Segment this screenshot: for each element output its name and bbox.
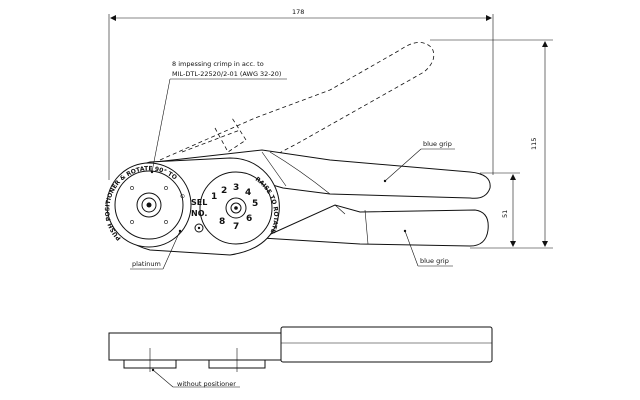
dimension-overall-length: 178 [108, 8, 494, 180]
crimp-annotation-line1: 8 impessing crimp in acc. to [172, 60, 264, 68]
selector-number-1: 1 [211, 192, 217, 202]
selector-number-4: 4 [245, 188, 251, 198]
platinum-label: platinum [132, 260, 161, 268]
without-positioner-annotation: without positioner [151, 368, 240, 388]
side-view [108, 326, 493, 372]
sel-label: SEL [191, 198, 207, 207]
lock-icon: ⊙ [180, 193, 185, 200]
blue-grip-upper-label: blue grip [423, 140, 452, 148]
blue-grip-lower-annotation: blue grip [403, 229, 453, 267]
no-label: NO. [191, 209, 207, 218]
positioner-head: PUSH POSITIONER & ROTATE 90° TO INSTALL … [0, 0, 192, 248]
blue-grip-upper-annotation: blue grip [383, 140, 455, 183]
dimension-length-label: 178 [292, 8, 304, 16]
crimp-annotation-line2: MIL-DTL-22520/2-01 (AWG 32-20) [172, 70, 281, 78]
dimension-grip-label: 51 [501, 210, 509, 218]
blue-grip-lower-label: blue grip [420, 257, 449, 265]
platinum-annotation: platinum [130, 229, 182, 270]
selector-number-6: 6 [246, 214, 252, 224]
selector-number-8: 8 [219, 217, 225, 227]
dimension-grip-height: 51 [480, 172, 520, 247]
crimp-annotation: 8 impessing crimp in acc. to MIL-DTL-225… [150, 60, 287, 174]
selector-number-5: 5 [252, 199, 258, 209]
open-handle-outline [159, 42, 435, 161]
without-positioner-label: without positioner [177, 380, 236, 388]
selector-number-7: 7 [233, 222, 239, 232]
selector-number-2: 2 [221, 186, 227, 196]
dimension-height-label: 115 [530, 138, 538, 150]
lower-handle [261, 204, 489, 247]
selector-number-3: 3 [233, 183, 239, 193]
dimension-overall-height: 115 [430, 39, 553, 249]
